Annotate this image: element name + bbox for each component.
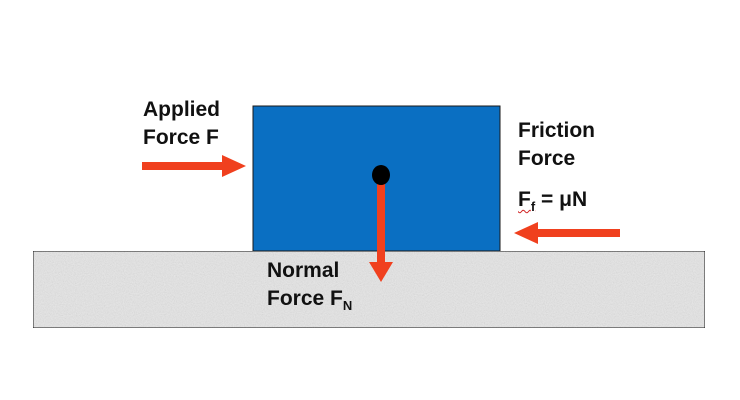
applied-force-label-line2: Force F — [143, 126, 219, 149]
center-of-mass-dot — [372, 165, 390, 185]
friction-equation-rest: = μN — [535, 188, 588, 211]
friction-equation: Ff = μN — [518, 186, 587, 214]
applied-force-arrow — [142, 155, 246, 177]
friction-force-label: Friction Force — [518, 117, 595, 173]
normal-force-label-subscript: N — [342, 298, 353, 313]
normal-force-arrow — [369, 176, 393, 282]
friction-force-arrow — [514, 222, 620, 244]
normal-force-label-base: Force F — [267, 287, 343, 310]
normal-force-label-line1: Normal — [267, 259, 340, 282]
normal-force-label-line2: Force FN — [267, 285, 352, 313]
friction-force-label-line2: Force — [518, 147, 576, 170]
friction-force-label-line1: Friction — [518, 119, 595, 142]
ground-surface — [32, 250, 706, 329]
friction-symbol-subscript: f — [530, 199, 536, 214]
normal-force-label: Normal Force FN — [267, 257, 352, 313]
friction-symbol: Ff — [518, 188, 536, 214]
applied-force-label: Applied Force F — [143, 96, 220, 152]
friction-symbol-base: F — [518, 188, 531, 211]
applied-force-label-line1: Applied — [143, 98, 220, 121]
